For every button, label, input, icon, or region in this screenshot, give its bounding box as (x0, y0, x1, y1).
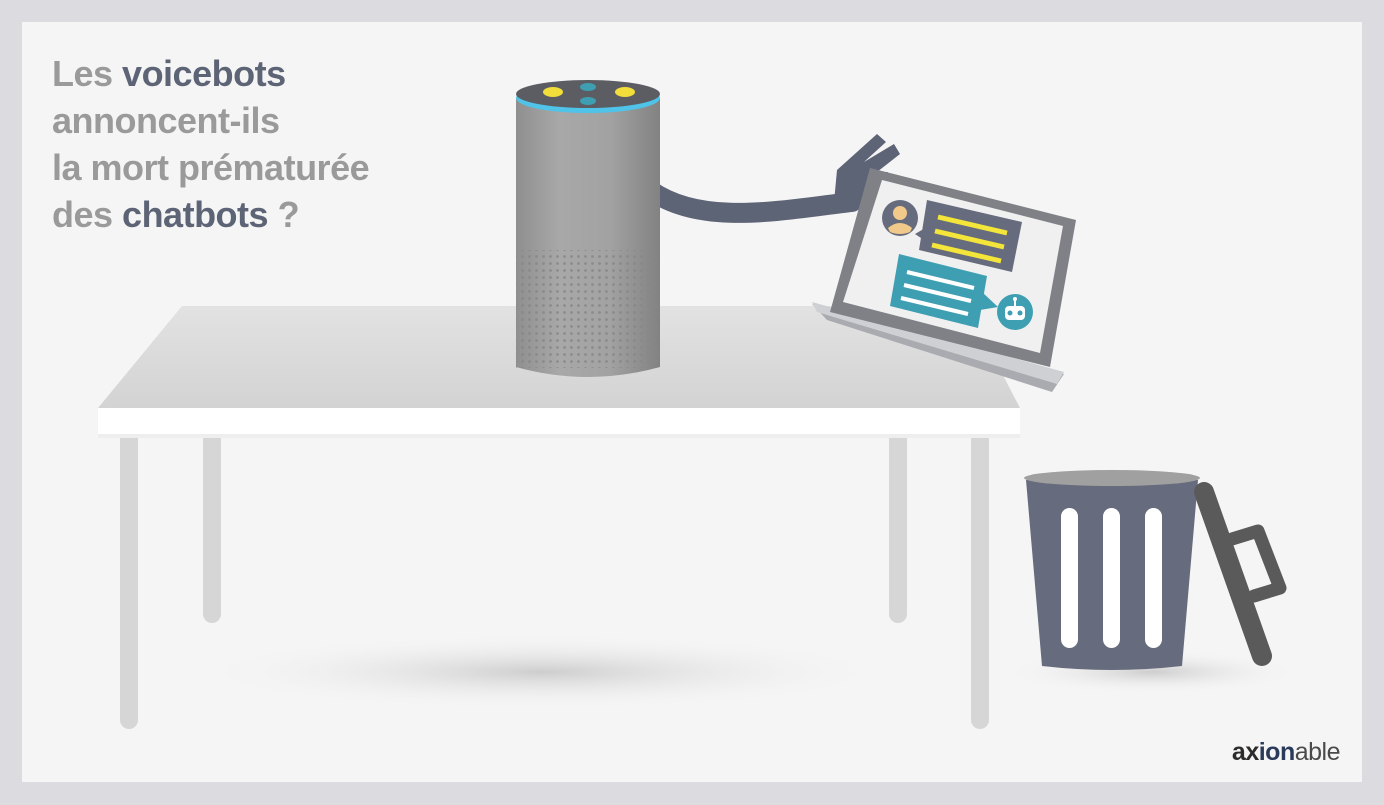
reply-bubble (890, 254, 998, 328)
headline-line-2: annoncent-ils (52, 100, 280, 141)
illustration-frame: Les voicebots annoncent-ils la mort prém… (22, 22, 1362, 782)
trash-lid (1194, 482, 1287, 666)
headline: Les voicebots annoncent-ils la mort prém… (52, 50, 370, 238)
headline-keyword-voicebots: voicebots (122, 53, 286, 94)
user-avatar-icon (882, 200, 918, 236)
headline-keyword-chatbots: chatbots (122, 194, 269, 235)
headline-line-4: des chatbots ? (52, 194, 300, 235)
headline-line-1: Les voicebots (52, 53, 286, 94)
laptop-icon (812, 168, 1076, 392)
table-shadow (192, 634, 892, 710)
headline-line-3: la mort prématurée (52, 147, 370, 188)
illustration-scene (98, 80, 1302, 729)
chat-bubble-icon (915, 200, 1022, 272)
speaker-icon (516, 80, 660, 377)
robot-icon (997, 294, 1033, 330)
trash-can-icon (1024, 470, 1287, 670)
speaker-arm (640, 134, 900, 223)
table-legs (120, 423, 989, 729)
axionable-logo: axionable (1231, 738, 1341, 766)
